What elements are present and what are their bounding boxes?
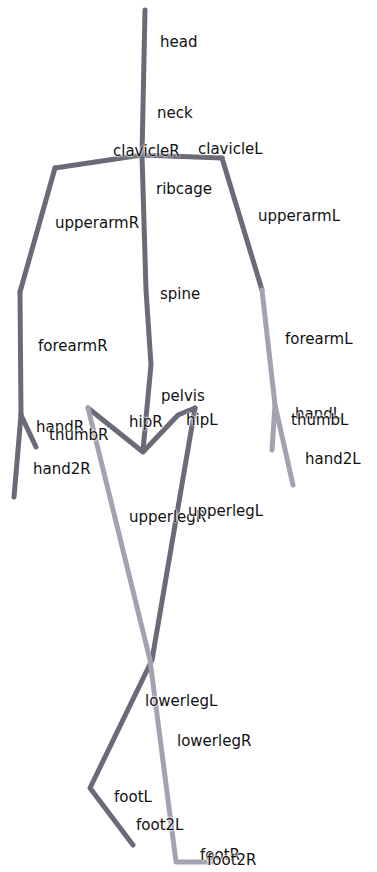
right-leg-bone bbox=[88, 408, 212, 862]
bone-label: hipR bbox=[129, 413, 163, 431]
bone-label: pelvis bbox=[161, 387, 205, 405]
bone-label: hipL bbox=[186, 411, 218, 429]
bone-label: upperlegL bbox=[188, 502, 263, 520]
bone-label: hand2R bbox=[33, 460, 91, 478]
bone-label: foot2L bbox=[136, 816, 183, 834]
upperarm-bone bbox=[20, 168, 55, 292]
bone-label: forearmL bbox=[285, 330, 353, 348]
bone-label: thumbL bbox=[291, 411, 348, 429]
hand-bone bbox=[275, 405, 293, 485]
bone-label: upperarmR bbox=[55, 214, 139, 232]
head-neck-bone bbox=[142, 10, 145, 155]
bone-label: clavicleR bbox=[113, 142, 180, 160]
bone-label: footL bbox=[114, 788, 152, 806]
bone-label: foot2R bbox=[207, 851, 256, 869]
bone-label: lowerlegL bbox=[145, 692, 217, 710]
bone-label: ribcage bbox=[156, 180, 212, 198]
bone-label: forearmR bbox=[38, 337, 108, 355]
bone-label: upperarmL bbox=[258, 207, 340, 225]
bone-label: spine bbox=[160, 285, 200, 303]
bone-label: head bbox=[160, 33, 197, 51]
hand-bone bbox=[14, 415, 21, 497]
bone-label: lowerlegR bbox=[177, 732, 251, 750]
upperarm-bone bbox=[222, 158, 262, 290]
forearm-bone bbox=[262, 290, 275, 405]
bone-label: thumbR bbox=[49, 426, 108, 444]
bone-label: clavicleL bbox=[198, 140, 263, 158]
bone-label: hand2L bbox=[305, 450, 361, 468]
forearm-bone bbox=[20, 292, 21, 415]
bone-label: neck bbox=[157, 104, 193, 122]
spine-bone bbox=[142, 155, 151, 450]
thumb-bone bbox=[21, 415, 36, 447]
